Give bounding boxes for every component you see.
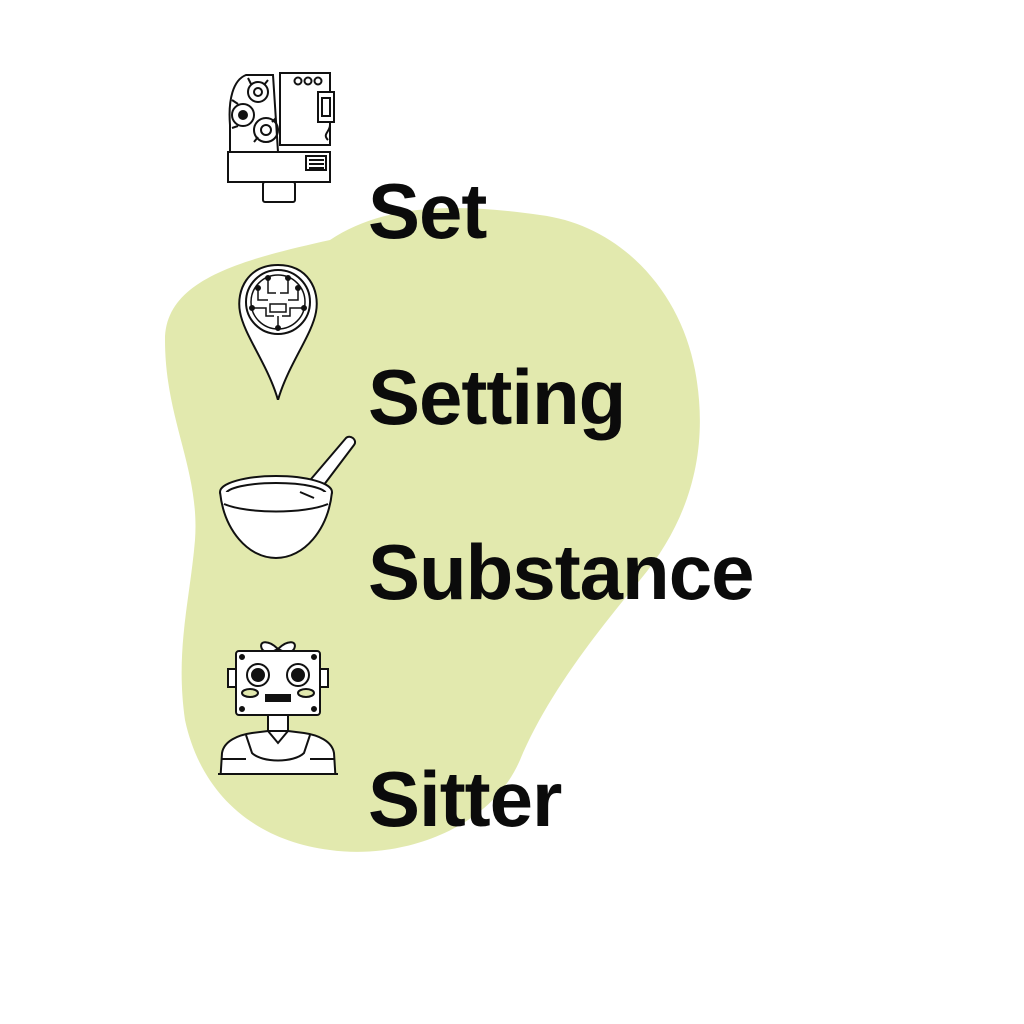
item-label-setting: Setting <box>368 353 626 441</box>
mortar-pestle-icon <box>219 435 356 560</box>
robot-head-gears-icon <box>227 72 335 203</box>
item-label-substance: Substance <box>368 528 754 616</box>
robot-sitter-icon <box>218 641 338 775</box>
location-pin-circuit-icon <box>238 263 318 400</box>
item-label-set: Set <box>368 167 487 255</box>
item-label-sitter: Sitter <box>368 755 562 843</box>
